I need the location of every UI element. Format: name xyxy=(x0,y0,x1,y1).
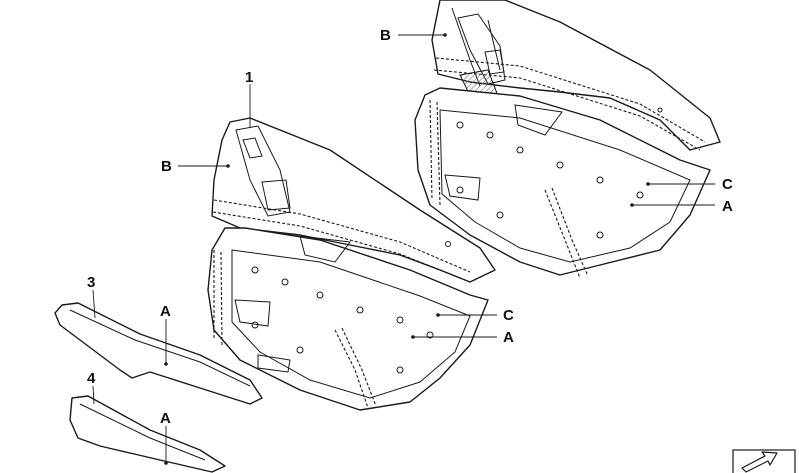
label-b-rear: B xyxy=(380,27,391,44)
trim-strip-part-4 xyxy=(69,395,226,473)
dot-b-rear xyxy=(443,33,447,37)
dot-a-part4 xyxy=(164,461,168,465)
dot-a-rear xyxy=(630,203,634,207)
dot-a-front xyxy=(411,335,415,339)
dot-a-part3 xyxy=(164,362,168,366)
dot-c-rear xyxy=(646,182,650,186)
dot-c-front xyxy=(436,313,440,317)
rear-door-trim xyxy=(414,0,721,279)
leader-part-4 xyxy=(92,385,95,405)
label-b-front: B xyxy=(161,158,172,175)
label-a-front: A xyxy=(503,329,514,346)
trim-strip-part-3 xyxy=(54,302,263,405)
label-a-rear: A xyxy=(722,198,733,215)
arrow-logo-icon xyxy=(732,449,796,473)
label-part-3: 3 xyxy=(87,274,95,291)
front-door-trim xyxy=(207,117,496,411)
label-c-rear: C xyxy=(722,176,733,193)
label-part-4: 4 xyxy=(87,370,96,387)
label-part-1: 1 xyxy=(245,69,253,86)
label-a-part3: A xyxy=(160,303,171,320)
label-c-front: C xyxy=(503,307,514,324)
dot-b-front xyxy=(226,164,230,168)
label-a-part4: A xyxy=(160,410,171,427)
leader-part-3 xyxy=(92,289,96,319)
